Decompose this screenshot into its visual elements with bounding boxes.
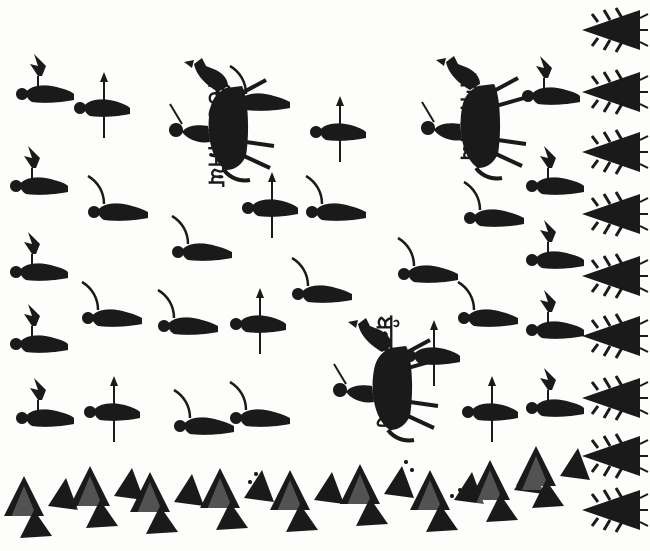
tent-icon <box>582 130 648 174</box>
tree-soldier-icon <box>522 56 580 105</box>
tree-soldier-icon <box>526 290 584 339</box>
soldier-icon <box>88 176 148 221</box>
tree-soldier-icon <box>526 220 584 269</box>
soldier-icon <box>464 182 524 227</box>
chief-label-chitar-singh: ਚਿਤਰ ਸਿੰਘ <box>204 81 232 187</box>
soldier-icon <box>82 282 142 327</box>
tent-icon <box>582 8 648 52</box>
soldier-icon <box>398 238 458 283</box>
soldier-icon <box>230 288 286 354</box>
soldier-icon <box>84 376 140 442</box>
triangle-fort-icon <box>410 470 484 532</box>
tent-icon <box>582 192 648 236</box>
tree-soldier-column-left <box>10 54 74 427</box>
chief-label-banda-bahadur: ਬੰਦਾ ਬਹਾਦਰ <box>372 315 400 431</box>
tree-soldier-icon <box>16 378 74 427</box>
chief-label-baaj-singh: ਬਾਜ ਸਿੰਘ <box>456 73 484 163</box>
tree-soldier-icon <box>10 304 68 353</box>
tent-icon <box>582 488 648 532</box>
tree-soldier-icon <box>10 146 68 195</box>
soldier-icon <box>230 382 290 427</box>
soldier-icon <box>292 258 352 303</box>
soldier-icon <box>172 216 232 261</box>
soldier-icon <box>174 390 234 435</box>
tent-icon <box>582 70 648 114</box>
soldier-icon <box>462 376 518 442</box>
triangle-fort-icon <box>130 472 204 534</box>
tree-soldier-icon <box>16 54 74 103</box>
soldier-icon <box>404 320 460 386</box>
tree-soldier-icon <box>10 232 68 281</box>
soldier-icon <box>158 290 218 335</box>
soldier-icon <box>310 96 366 162</box>
triangle-fort-icon <box>200 468 274 530</box>
soldier-icon <box>242 172 298 238</box>
triangle-fort-icon <box>270 470 344 532</box>
tent-icon <box>582 254 648 298</box>
triangle-fort-icon <box>4 476 78 538</box>
soldier-icon <box>306 176 366 221</box>
tent-column-right <box>582 8 648 532</box>
tent-icon <box>582 314 648 358</box>
tent-icon <box>582 434 648 478</box>
tent-icon <box>582 376 648 420</box>
triangle-fort-icon <box>516 446 590 508</box>
tree-soldier-icon <box>526 368 584 417</box>
fortress-row-bottom <box>4 446 590 538</box>
triangle-fort-icon <box>340 464 414 526</box>
soldier-icon <box>458 282 518 327</box>
tree-soldier-column-right <box>522 56 584 417</box>
soldier-icon <box>74 72 130 138</box>
triangle-fort-icon <box>70 466 144 528</box>
tree-soldier-icon <box>526 146 584 195</box>
